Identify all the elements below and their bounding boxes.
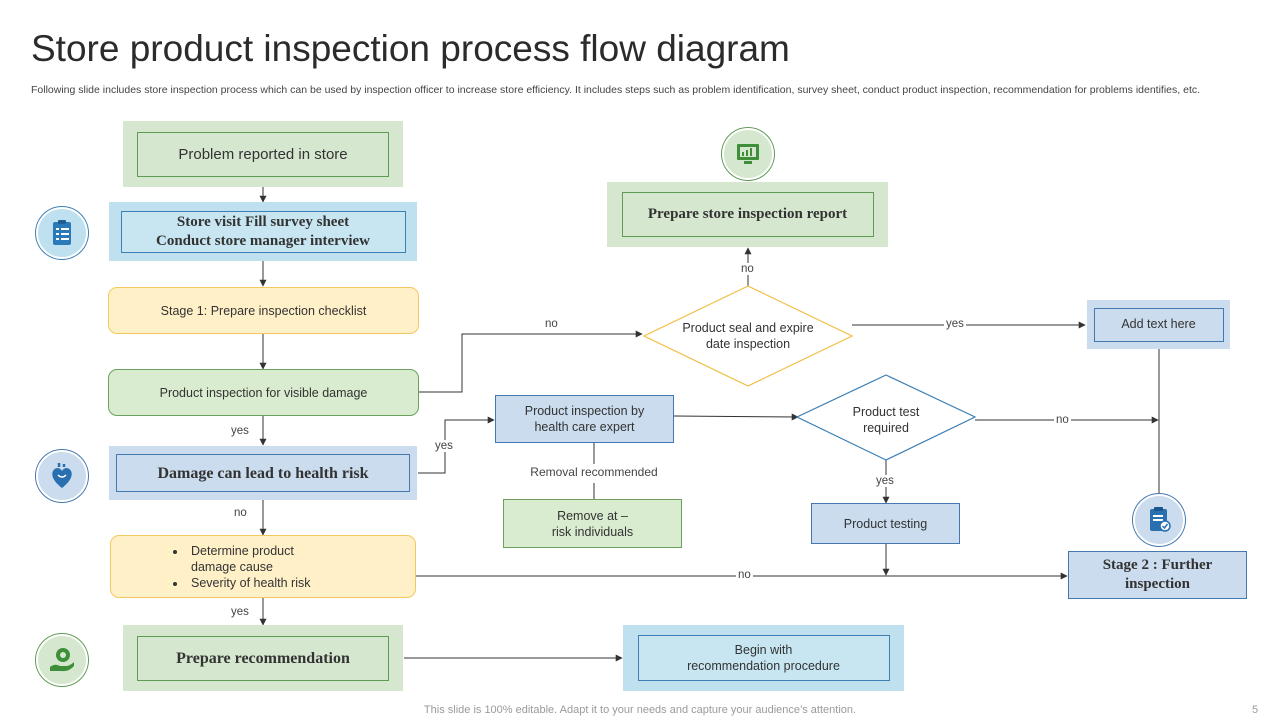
- problem-reported-label: Problem reported in store: [137, 131, 389, 177]
- store-visit-line2: Conduct store manager interview: [156, 232, 370, 249]
- remove-line1: Remove at –: [557, 508, 628, 523]
- diamond-seal-inspection: [642, 285, 854, 387]
- stage1-label: Stage 1: Prepare inspection checklist: [160, 303, 367, 318]
- begin-line1: Begin with: [734, 643, 793, 657]
- edge-label-no-report: no: [739, 263, 756, 275]
- product-testing-box: Product testing: [811, 503, 960, 544]
- health-risk-label: Damage can lead to health risk: [116, 454, 410, 492]
- store-visit-label: Store visit Fill survey sheet Conduct st…: [120, 210, 406, 253]
- clipboard-checklist-icon: [36, 207, 88, 259]
- begin-procedure-label: Begin with recommendation procedure: [637, 635, 890, 681]
- recommendation-box: Prepare recommendation: [123, 625, 403, 691]
- edge-label-yes-addtext: yes: [944, 318, 966, 330]
- seal-inspection-label: Product seal and expire date inspection: [668, 318, 828, 354]
- footer-note: This slide is 100% editable. Adapt it to…: [423, 704, 857, 716]
- hand-with-coin-icon: [36, 634, 88, 686]
- arrow-expert-to-test: [673, 413, 799, 421]
- heart-organ-icon: [36, 450, 88, 502]
- test-line2: required: [863, 421, 909, 435]
- determine-item-cause: Determine product damage cause: [187, 543, 321, 575]
- test-required-label: Product test required: [826, 403, 946, 437]
- add-text-box: Add text here: [1087, 300, 1230, 349]
- page-number: 5: [1252, 704, 1259, 716]
- arrow-visible-to-seal: [418, 330, 643, 393]
- store-visit-line1: Store visit Fill survey sheet: [176, 213, 350, 230]
- edge-label-yes-expert: yes: [433, 440, 455, 452]
- stage1-box: Stage 1: Prepare inspection checklist: [108, 287, 419, 334]
- expert-line2: health care expert: [534, 420, 635, 434]
- begin-line2: recommendation procedure: [687, 659, 840, 673]
- inspection-report-box: Prepare store inspection report: [607, 182, 888, 247]
- monitor-chart-icon: [722, 128, 774, 180]
- determine-item-severity: Severity of health risk: [187, 575, 321, 591]
- store-visit-box: Store visit Fill survey sheet Conduct st…: [109, 202, 417, 261]
- arrow-health-to-expert: [418, 416, 495, 474]
- expert-line1: Product inspection by: [524, 404, 645, 418]
- problem-reported-box: Problem reported in store: [123, 121, 403, 187]
- edge-label-no-seal: no: [543, 318, 560, 330]
- stage2-box: Stage 2 : Further inspection: [1068, 551, 1247, 599]
- add-text-label: Add text here: [1093, 307, 1224, 342]
- determine-box: Determine product damage cause Severity …: [110, 535, 416, 598]
- edge-label-yes-testing: yes: [874, 475, 896, 487]
- removal-recommended-label: Removal recommended: [530, 465, 658, 479]
- inspection-report-label: Prepare store inspection report: [621, 192, 874, 237]
- page-title: Store product inspection process flow di…: [31, 28, 790, 69]
- visible-damage-label: Product inspection for visible damage: [159, 385, 368, 400]
- test-line1: Product test: [852, 405, 920, 419]
- page-subtitle: Following slide includes store inspectio…: [31, 84, 1201, 96]
- edge-label-no-stage2: no: [736, 569, 753, 581]
- begin-procedure-box: Begin with recommendation procedure: [623, 625, 904, 691]
- edge-label-yes-determine: yes: [229, 606, 251, 618]
- edge-label-no-test: no: [1054, 414, 1071, 426]
- product-testing-label: Product testing: [843, 516, 928, 531]
- stage2-line1: Stage 2 : Further: [1102, 557, 1213, 573]
- remove-risk-box: Remove at – risk individuals: [503, 499, 682, 548]
- visible-damage-box: Product inspection for visible damage: [108, 369, 419, 416]
- recommendation-label: Prepare recommendation: [137, 635, 389, 681]
- edge-label-yes-visible: yes: [229, 425, 251, 437]
- determine-list: Determine product damage cause Severity …: [167, 543, 321, 591]
- edge-label-no-health: no: [232, 507, 249, 519]
- stage2-line2: inspection: [1124, 576, 1190, 592]
- health-expert-box: Product inspection by health care expert: [495, 395, 674, 443]
- seal-line2: date inspection: [705, 337, 791, 351]
- health-risk-box: Damage can lead to health risk: [109, 446, 417, 500]
- clipboard-check-icon: [1133, 494, 1185, 546]
- remove-line2: risk individuals: [551, 524, 634, 539]
- diamond-test-required: [795, 374, 977, 461]
- seal-line1: Product seal and expire: [682, 321, 814, 335]
